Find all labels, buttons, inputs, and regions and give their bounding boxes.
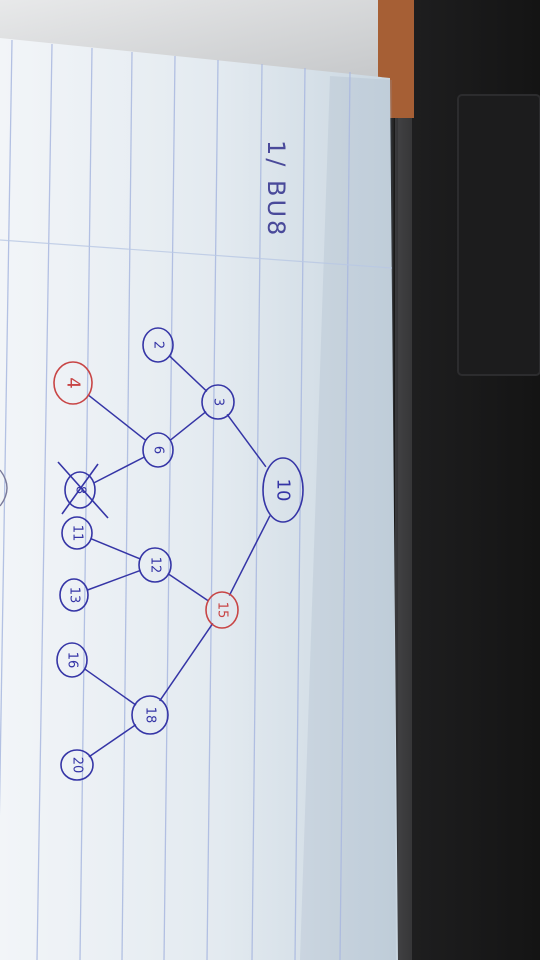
- tree-edges: [84, 354, 271, 758]
- tree-node-2: 2: [142, 327, 174, 363]
- tree-node-label: 2: [151, 341, 166, 349]
- tree-node-label: 20: [70, 757, 85, 774]
- ruled-line: [206, 59, 219, 960]
- tree-node-label: 3: [211, 398, 226, 406]
- tree-edge-10-15: [228, 515, 271, 596]
- tree-node-10: 10: [262, 457, 304, 523]
- tree-node-12: 12: [138, 547, 172, 583]
- tree-node-circle: [64, 471, 96, 509]
- cross-out-mark: [57, 461, 109, 519]
- tree-node-18: 18: [131, 695, 169, 735]
- page-crease: [0, 239, 393, 269]
- tree-node-4: 4: [53, 361, 93, 405]
- tree-edge-6-4: [87, 394, 147, 442]
- tree-node-circle: [59, 578, 89, 612]
- tree-edge-12-13: [87, 569, 141, 591]
- tree-node-circle: [53, 361, 93, 405]
- tree-node-label: 11: [70, 525, 85, 542]
- tree-edge-12-11: [90, 537, 142, 560]
- tree-node-label: 13: [67, 587, 82, 604]
- tree-node-16: 16: [56, 642, 88, 678]
- tree-edge-15-12: [167, 572, 209, 602]
- ruled-line: [79, 47, 93, 960]
- ruled-line: [121, 51, 133, 960]
- ruled-line: [339, 71, 351, 960]
- ruled-lines: [0, 39, 351, 960]
- tree-node-circle: [61, 516, 93, 550]
- tree-edge-18-16: [84, 668, 137, 706]
- tree-node-label: 15: [215, 602, 230, 619]
- tree-node-circle: [142, 327, 174, 363]
- ruled-line: [163, 55, 176, 960]
- tree-node-15: 15: [205, 591, 239, 629]
- tree-node-circle: [142, 432, 174, 468]
- tree-edge-3-6: [169, 410, 207, 442]
- tree-edge-3-2: [168, 354, 208, 393]
- edge-fragment: [0, 469, 8, 507]
- note-title: 1/ BU8: [262, 140, 290, 238]
- tree-edge-6-8: [94, 456, 145, 484]
- background-paper-sheet: [0, 0, 378, 80]
- tree-edge-18-20: [88, 724, 137, 758]
- laptop-edge-highlight: [398, 80, 412, 960]
- tree-node-circle: [138, 547, 172, 583]
- tree-node-3: 3: [201, 384, 235, 420]
- tree-node-circle: [262, 457, 304, 523]
- tree-edge-15-18: [159, 622, 214, 702]
- tree-node-6: 6: [142, 432, 174, 468]
- tree-node-20: 20: [60, 749, 94, 781]
- ruled-line: [251, 63, 263, 960]
- tree-node-label: 18: [143, 707, 158, 724]
- tree-node-circle: [56, 642, 88, 678]
- tree-node-label: 4: [63, 377, 84, 388]
- ruled-line: [36, 43, 53, 960]
- tree-node-label: 10: [273, 479, 294, 502]
- tree-node-11: 11: [61, 516, 93, 550]
- page-shadow: [300, 76, 396, 960]
- laptop-panel: [457, 94, 540, 376]
- tree-node-label: 16: [65, 652, 80, 669]
- tree-node-circle: [60, 749, 94, 781]
- notebook-page: [0, 38, 398, 960]
- tree-node-label: 6: [151, 446, 166, 454]
- tree-node-circle: [201, 384, 235, 420]
- tree-node-circle: [205, 591, 239, 629]
- tree-node-13: 13: [59, 578, 89, 612]
- tree-node-label: 12: [148, 557, 163, 574]
- tree-edge-10-3: [226, 413, 267, 468]
- tree-node-circle: [131, 695, 169, 735]
- ruled-line: [294, 67, 306, 960]
